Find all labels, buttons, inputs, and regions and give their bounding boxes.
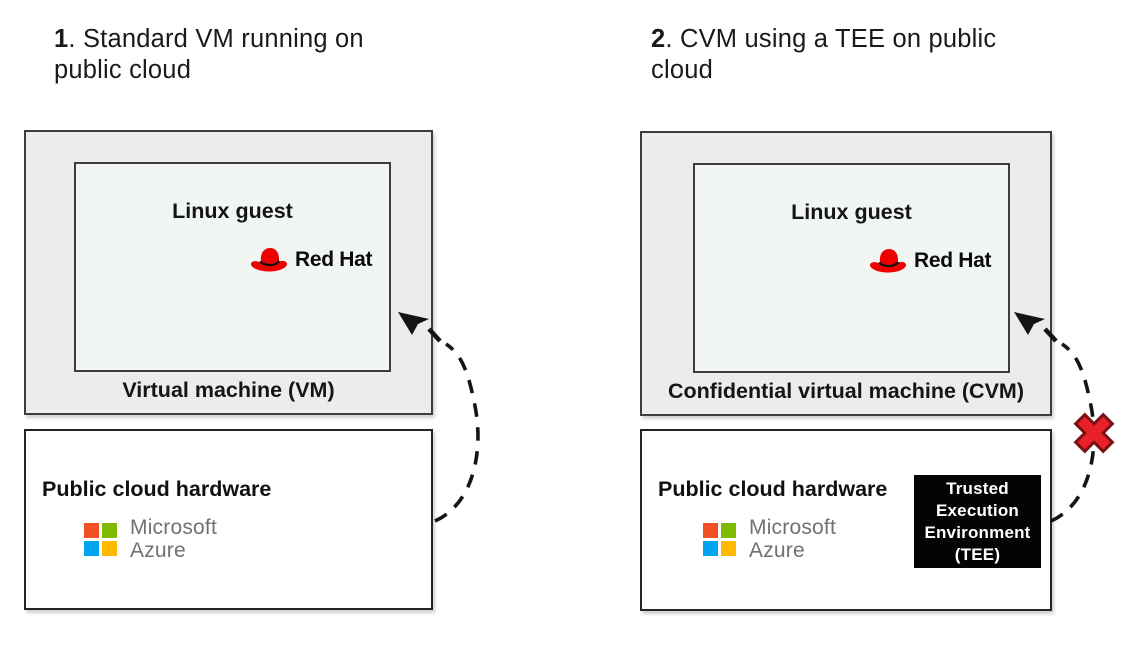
panel2-title-rest: . CVM using a TEE on public xyxy=(665,25,997,53)
red-fedora-icon xyxy=(250,248,288,272)
hardware-box-2: Public cloud hardware Microsoft Azure Tr… xyxy=(640,429,1052,611)
microsoft-logo-icon xyxy=(703,523,736,556)
ms-square-red xyxy=(703,523,718,538)
panel1-title-number: 1 xyxy=(54,25,69,53)
microsoft-logo-icon xyxy=(84,523,117,556)
panel1-title: 1. Standard VM running on public cloud xyxy=(54,24,384,86)
hardware-label: Public cloud hardware xyxy=(42,477,272,501)
microsoft-azure-logo: Microsoft Azure xyxy=(703,516,836,562)
hardware-box-1: Public cloud hardware Microsoft Azure xyxy=(24,429,433,610)
ms-square-blue xyxy=(703,541,718,556)
panel1-title-rest: . Standard VM running on xyxy=(68,25,364,53)
redhat-wordmark: Red Hat xyxy=(914,249,992,272)
linux-guest-box-2: Linux guest Red Hat xyxy=(693,163,1010,373)
blocked-x-icon xyxy=(1073,412,1115,454)
red-fedora-icon xyxy=(869,249,907,273)
microsoft-azure-wordmark: Microsoft Azure xyxy=(130,516,217,562)
ms-square-red xyxy=(84,523,99,538)
ms-square-green xyxy=(721,523,736,538)
ms-square-yellow xyxy=(721,541,736,556)
ms-square-yellow xyxy=(102,541,117,556)
ms-square-green xyxy=(102,523,117,538)
panel2-title: 2. CVM using a TEE on public cloud xyxy=(651,24,1021,86)
linux-guest-label: Linux guest xyxy=(172,199,293,223)
microsoft-name: Microsoft xyxy=(130,516,217,539)
panel2-title-line2: cloud xyxy=(651,56,713,84)
cvm-label: Confidential virtual machine (CVM) xyxy=(668,379,1024,403)
vm-label: Virtual machine (VM) xyxy=(122,378,335,402)
linux-guest-box-1: Linux guest Red Hat xyxy=(74,162,391,372)
tee-line3: Environment xyxy=(924,522,1031,542)
panel1-title-line2: public cloud xyxy=(54,56,192,84)
redhat-logo: Red Hat xyxy=(250,246,373,274)
tee-line4: (TEE) xyxy=(954,544,1001,564)
microsoft-azure-wordmark: Microsoft Azure xyxy=(749,516,836,562)
microsoft-name: Microsoft xyxy=(749,516,836,539)
tee-line1: Trusted xyxy=(946,478,1009,498)
microsoft-azure-logo: Microsoft Azure xyxy=(84,516,217,562)
redhat-logo: Red Hat xyxy=(869,247,992,275)
cvm-box-2: Linux guest Red Hat Confidential virtual… xyxy=(640,131,1052,416)
tee-line2: Execution xyxy=(935,500,1020,520)
azure-name: Azure xyxy=(749,538,805,562)
linux-guest-label: Linux guest xyxy=(791,200,912,224)
ms-square-blue xyxy=(84,541,99,556)
tee-box: Trusted Execution Environment (TEE) xyxy=(914,475,1041,568)
hardware-label: Public cloud hardware xyxy=(658,477,888,501)
vm-box-1: Linux guest Red Hat Virtual machine (VM) xyxy=(24,130,433,415)
panel2-title-number: 2 xyxy=(651,25,666,53)
azure-name: Azure xyxy=(130,538,186,562)
redhat-wordmark: Red Hat xyxy=(295,248,373,271)
